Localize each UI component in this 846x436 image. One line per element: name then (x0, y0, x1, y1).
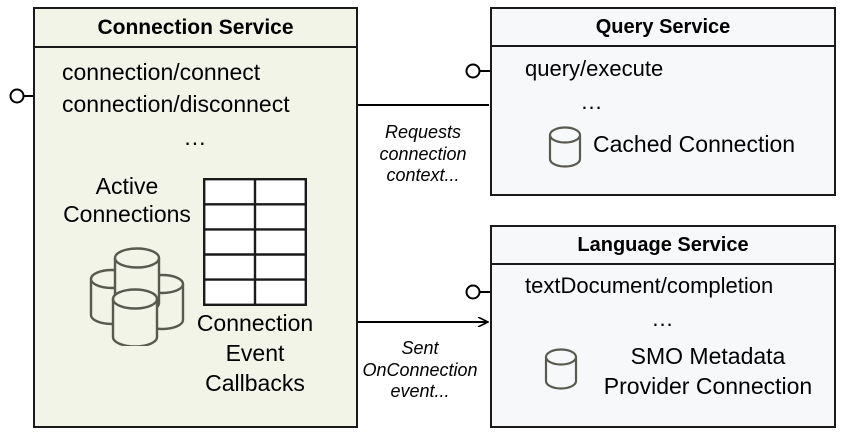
component-query-service[interactable]: Query Service query/execute ... Cached C… (490, 7, 836, 196)
connection-service-ellipsis: ... (184, 124, 207, 150)
database-cluster-icon (57, 246, 195, 348)
query-service-body: query/execute ... Cached Connection (492, 47, 834, 194)
connection-event-callbacks-line3: Callbacks (205, 370, 305, 396)
edge-label-line2: OnConnection (362, 359, 478, 380)
query-service-ellipsis: ... (581, 89, 603, 114)
query-service-title: Query Service (492, 9, 834, 47)
edge-label-line1: Requests (384, 122, 462, 142)
database-icon (544, 347, 578, 391)
active-connections-label-line1: Active (95, 173, 159, 199)
connection-event-callbacks-line1: Connection (196, 310, 314, 336)
connection-service-title: Connection Service (35, 9, 356, 48)
language-service-resource-label-line1: SMO Metadata (630, 343, 786, 369)
edge-label-line3: context... (386, 165, 460, 186)
connection-event-callbacks-line2: Event (225, 340, 285, 366)
edge-label-line3: event... (390, 381, 450, 402)
query-service-interface: query/execute (525, 56, 664, 81)
connection-service-interface-connect: connection/connect (62, 59, 261, 85)
edge-label-requests-connection-context: Requests connection context... (358, 122, 488, 187)
language-service-resource-label-line2: Provider Connection (603, 373, 813, 399)
component-connection-service[interactable]: Connection Service connection/connect co… (33, 7, 358, 428)
component-language-service[interactable]: Language Service textDocument/completion… (490, 225, 836, 428)
connection-service-body: connection/connect connection/disconnect… (35, 48, 356, 426)
active-connections-label-line2: Connections (63, 201, 191, 227)
language-service-interface: textDocument/completion (525, 273, 774, 298)
connection-service-interface-disconnect: connection/disconnect (62, 91, 290, 117)
edge-label-line1: Sent (401, 338, 439, 358)
language-service-ellipsis: ... (652, 306, 674, 331)
table-grid-icon (203, 178, 307, 306)
edge-label-line2: connection (379, 143, 467, 164)
language-service-title: Language Service (492, 227, 834, 265)
language-service-body: textDocument/completion ... SMO Metadata… (492, 265, 834, 426)
query-service-resource-label: Cached Connection (593, 131, 796, 157)
edge-label-sent-onconnection-event: Sent OnConnection event... (352, 338, 488, 403)
database-icon (548, 125, 582, 169)
